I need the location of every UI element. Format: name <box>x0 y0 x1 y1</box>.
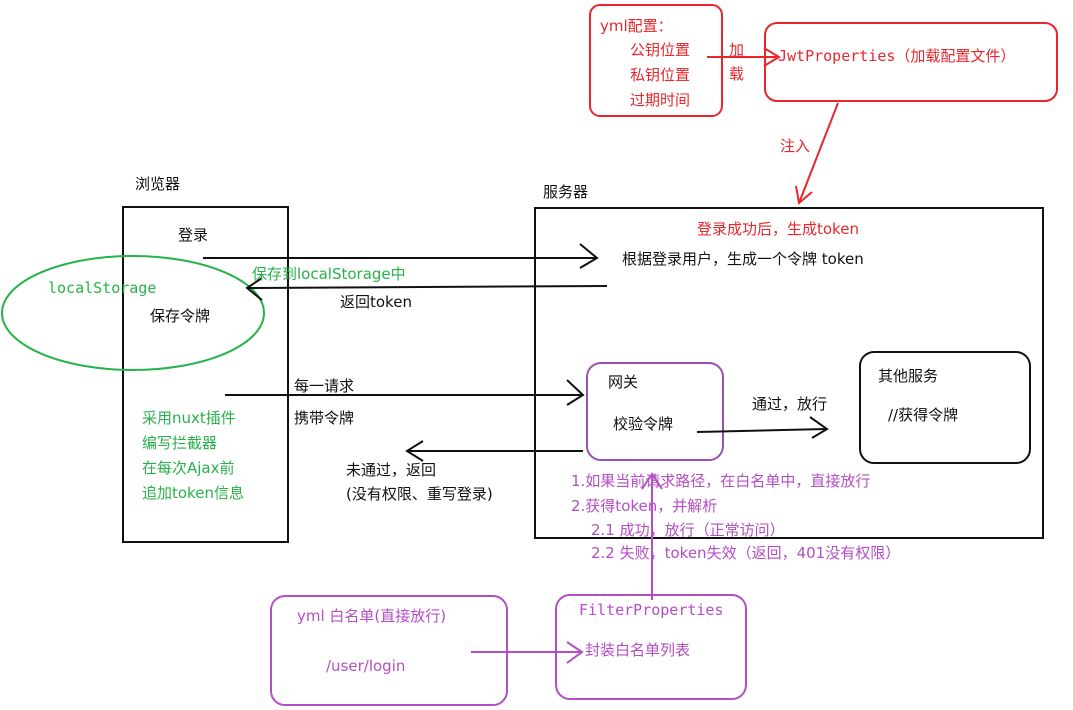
localstorage-label: localStorage <box>48 279 157 297</box>
localstorage-ellipse <box>1 255 265 371</box>
nuxt-line-1: 采用nuxt插件 <box>142 409 236 427</box>
not-passed-label: 未通过，返回 <box>346 461 437 479</box>
pass-label: 通过，放行 <box>752 395 828 413</box>
each-request-label: 每一请求 <box>294 377 355 395</box>
not-passed-detail: (没有权限、重写登录) <box>346 485 493 503</box>
other-services-sub: //获得令牌 <box>888 406 959 424</box>
rule-2-1: 2.1 成功，放行（正常访问） <box>591 521 785 539</box>
other-services-box <box>859 351 1031 464</box>
browser-title: 浏览器 <box>135 175 181 193</box>
whitelist-yml-box <box>270 595 508 706</box>
return-token-label: 返回token <box>340 293 412 311</box>
rule-2: 2.获得token，并解析 <box>571 497 718 515</box>
jwt-properties-box <box>764 22 1058 102</box>
nuxt-line-4: 追加token信息 <box>142 484 244 502</box>
filter-to-gateway-arrowhead <box>641 472 663 490</box>
pass-arrowhead <box>809 416 829 439</box>
gateway-title: 网关 <box>608 373 639 391</box>
jwt-properties-label: JwtProperties（加载配置文件） <box>778 47 1016 65</box>
reject-arrowhead <box>405 440 424 462</box>
other-services-title: 其他服务 <box>878 367 939 385</box>
pass-arrow <box>696 428 827 433</box>
load-label-1: 加 <box>729 41 745 59</box>
request-arrowhead <box>566 379 585 406</box>
yml-item-public-key: 公钥位置 <box>630 41 691 59</box>
login-arrowhead <box>579 243 599 269</box>
nuxt-line-3: 在每次Ajax前 <box>142 459 235 477</box>
yml-config-title: yml配置： <box>600 17 673 35</box>
filter-properties-title: FilterProperties <box>579 601 724 619</box>
server-box <box>534 207 1044 539</box>
login-label: 登录 <box>178 226 209 244</box>
yml-item-expiry: 过期时间 <box>630 91 691 109</box>
load-arrowhead <box>763 47 781 67</box>
yml-config-box <box>589 4 723 117</box>
return-token-arrow <box>247 285 608 289</box>
login-success-label: 登录成功后，生成token <box>697 220 859 238</box>
gateway-box <box>586 362 724 461</box>
generate-token-label: 根据登录用户，生成一个令牌 token <box>622 250 864 268</box>
carry-token-label: 携带令牌 <box>294 409 355 427</box>
inject-arrow <box>798 102 839 204</box>
save-token-label: 保存令牌 <box>150 307 211 325</box>
whitelist-path: /user/login <box>326 657 406 675</box>
yml-item-private-key: 私钥位置 <box>630 66 691 84</box>
server-title: 服务器 <box>543 183 589 201</box>
inject-label: 注入 <box>780 137 811 155</box>
inject-arrowhead <box>795 185 813 205</box>
whitelist-arrowhead <box>566 641 584 664</box>
rule-2-2: 2.2 失败，token失效（返回，401没有权限） <box>591 544 901 562</box>
whitelist-title: yml 白名单(直接放行) <box>297 607 447 625</box>
return-token-arrowhead <box>245 277 263 301</box>
browser-box <box>122 206 289 543</box>
gateway-verify-label: 校验令牌 <box>613 415 674 433</box>
save-to-storage-label: 保存到localStorage中 <box>252 265 406 283</box>
filter-properties-desc: 封装白名单列表 <box>585 641 691 659</box>
load-label-2: 载 <box>729 65 745 83</box>
rule-1: 1.如果当前请求路径，在白名单中，直接放行 <box>571 472 871 490</box>
nuxt-line-2: 编写拦截器 <box>142 434 218 452</box>
